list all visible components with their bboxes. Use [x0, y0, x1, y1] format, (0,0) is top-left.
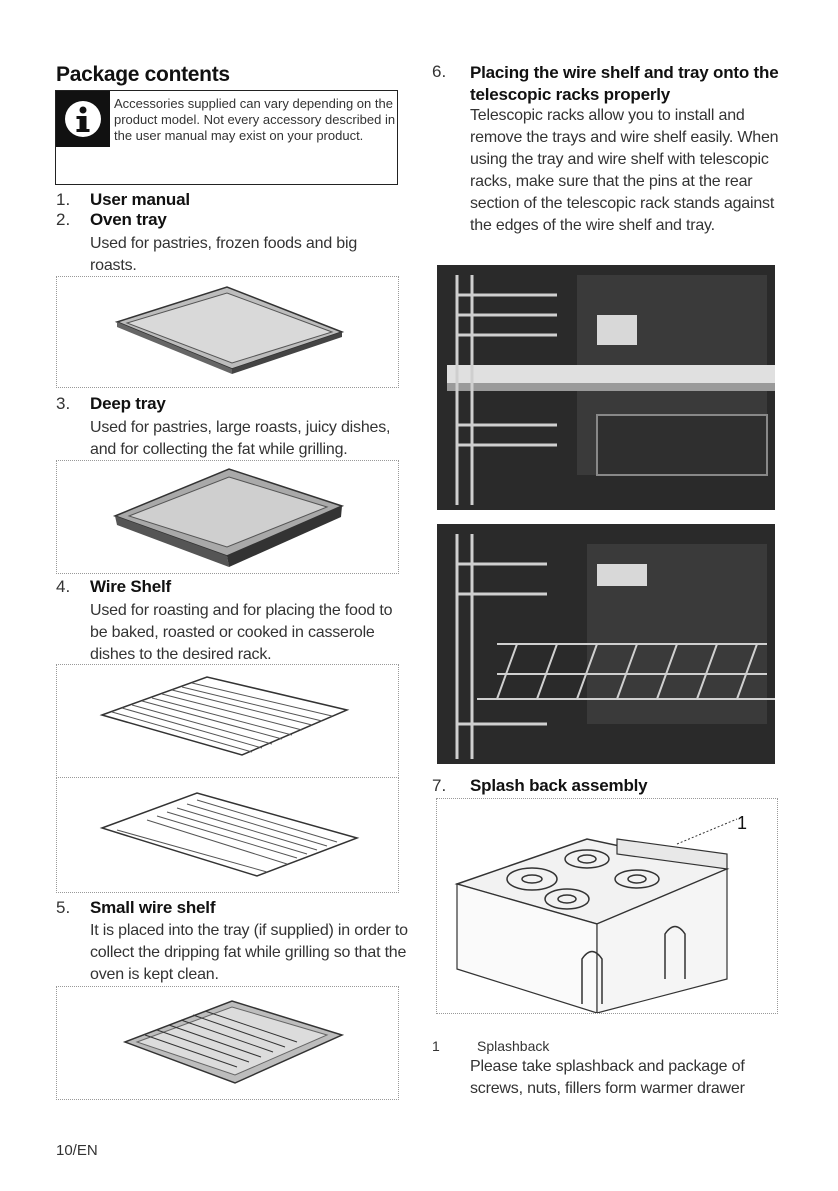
item-number: 5. — [56, 898, 71, 917]
splash-back-diagram: 1 — [436, 798, 778, 1014]
small-wire-shelf-image — [56, 986, 399, 1100]
item-desc-small-wire-shelf: It is placed into the tray (if supplied)… — [90, 922, 408, 983]
item-title-small-wire-shelf: Small wire shelf — [90, 898, 216, 917]
legend-number: 1 — [432, 1038, 440, 1054]
deep-tray-image — [56, 460, 399, 574]
wire-shelf-alt-image — [56, 777, 399, 893]
item-title-user-manual: User manual — [90, 190, 190, 209]
callout-number: 1 — [737, 813, 748, 833]
item-desc-oven-tray: Used for pastries, frozen foods and big … — [90, 235, 358, 274]
item-desc-wire-shelf: Used for roasting and for placing the fo… — [90, 602, 393, 663]
info-box: Accessories supplied can vary depending … — [55, 90, 398, 185]
legend-label: Splashback — [477, 1038, 550, 1054]
item-desc-telescopic-racks: Telescopic racks allow you to install an… — [470, 107, 779, 234]
item-title-telescopic-racks: Placing the wire shelf and tray onto the… — [470, 63, 779, 104]
item-title-splash-back: Splash back assembly — [470, 776, 648, 795]
item-number: 7. — [432, 776, 447, 795]
oven-tray-image — [56, 276, 399, 388]
item-desc-deep-tray: Used for pastries, large roasts, juicy d… — [90, 419, 391, 458]
item-title-wire-shelf: Wire Shelf — [90, 577, 171, 596]
oven-wire-shelf-photo — [437, 524, 775, 764]
wire-shelf-image — [56, 664, 399, 778]
item-title-oven-tray: Oven tray — [90, 210, 167, 229]
info-icon — [56, 91, 110, 147]
item-number: 6. — [432, 62, 447, 81]
splash-back-instructions: Please take splashback and package of sc… — [470, 1058, 745, 1097]
info-text: Accessories supplied can vary depending … — [114, 96, 396, 143]
item-number: 1. — [56, 190, 71, 209]
oven-tray-rack-photo — [437, 265, 775, 510]
page-number: 10/EN — [56, 1142, 98, 1159]
section-heading: Package contents — [56, 63, 230, 86]
item-number: 3. — [56, 394, 71, 413]
item-title-deep-tray: Deep tray — [90, 394, 166, 413]
item-number: 2. — [56, 210, 71, 229]
item-number: 4. — [56, 577, 71, 596]
